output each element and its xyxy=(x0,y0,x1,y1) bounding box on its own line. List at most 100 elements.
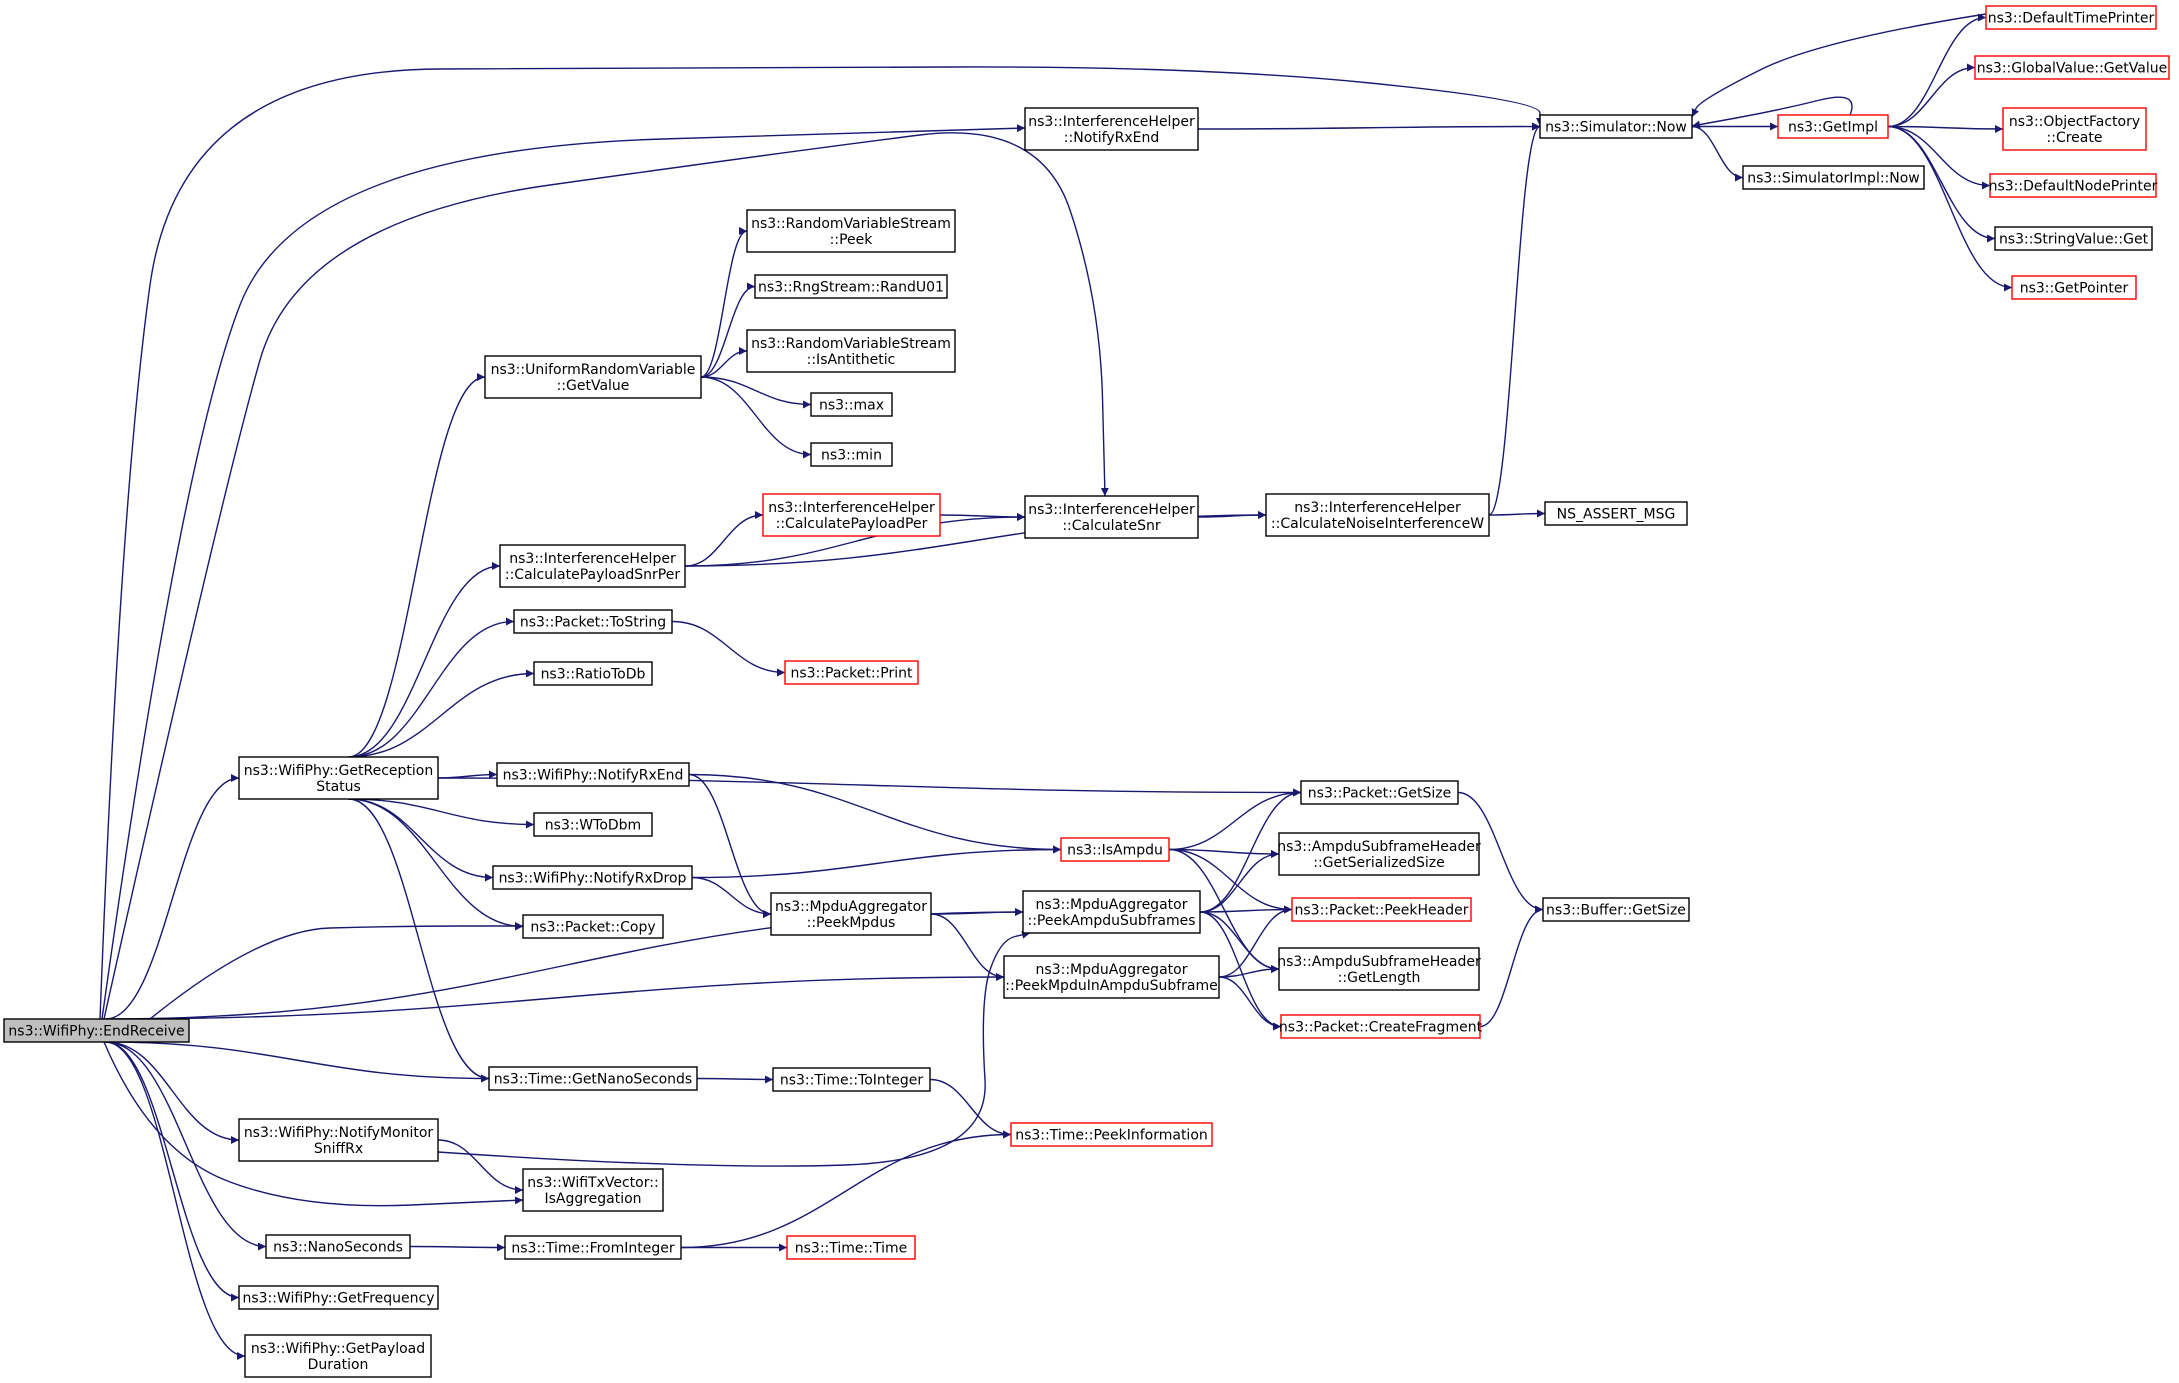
node-label: ns3::StringValue::Get xyxy=(1999,232,2149,248)
node-box xyxy=(1989,173,2157,198)
node-ihnotifyrxend[interactable]: ns3::InterferenceHelper::NotifyRxEnd xyxy=(1024,107,1199,151)
node-calcpayloadper[interactable]: ns3::InterferenceHelper::CalculatePayloa… xyxy=(762,493,941,537)
node-defaulttimeprinter[interactable]: ns3::DefaultTimePrinter xyxy=(1985,5,2157,30)
edge-endreceive-to-calcsnr xyxy=(103,132,1109,1020)
node-getfrequency[interactable]: ns3::WifiPhy::GetFrequency xyxy=(238,1285,439,1310)
node-ampdugetserialized[interactable]: ns3::AmpduSubframeHeader::GetSerializedS… xyxy=(1277,832,1481,876)
node-box xyxy=(1278,947,1480,991)
node-label: ns3::Buffer::GetSize xyxy=(1546,903,1686,919)
edge-endreceive-to-getpayload xyxy=(105,1041,246,1360)
node-ampdugetlength[interactable]: ns3::AmpduSubframeHeader::GetLength xyxy=(1277,947,1481,991)
node-label: ::CalculateNoiseInterferenceW xyxy=(1271,516,1484,532)
node-label: ns3::WifiPhy::EndReceive xyxy=(8,1024,184,1040)
edges-layer xyxy=(99,13,2013,1360)
node-stringvalueget[interactable]: ns3::StringValue::Get xyxy=(1994,226,2153,251)
edge-calcnoiseinterf-to-simnow xyxy=(1488,122,1541,516)
node-label: ::NotifyRxEnd xyxy=(1064,130,1159,146)
node-calcpayloadsnrper[interactable]: ns3::InterferenceHelper::CalculatePayloa… xyxy=(499,544,686,588)
node-nsassertmsg[interactable]: NS_ASSERT_MSG xyxy=(1544,501,1688,526)
edge-getreception-to-uniformgetvalue xyxy=(348,373,486,758)
node-notifyrxdrop[interactable]: ns3::WifiPhy::NotifyRxDrop xyxy=(492,865,693,890)
node-isaggregation[interactable]: ns3::WifiTxVector::IsAggregation xyxy=(522,1168,664,1212)
node-peekinformation[interactable]: ns3::Time::PeekInformation xyxy=(1010,1122,1213,1147)
node-simimplnow[interactable]: ns3::SimulatorImpl::Now xyxy=(1742,165,1925,190)
node-peekampdusubframes[interactable]: ns3::MpduAggregator::PeekAmpduSubframes xyxy=(1022,890,1201,934)
node-label: ns3::Time::GetNanoSeconds xyxy=(494,1072,692,1088)
edge-getreception-to-ratiotodb xyxy=(348,669,535,758)
node-packetgetsize[interactable]: ns3::Packet::GetSize xyxy=(1300,780,1459,805)
node-box xyxy=(244,1334,432,1378)
node-packettostring[interactable]: ns3::Packet::ToString xyxy=(513,609,673,634)
node-label: ::GetValue xyxy=(557,378,630,394)
nodes-layer: ns3::WifiPhy::EndReceivens3::WifiPhy::Ge… xyxy=(3,5,2170,1378)
node-buffergetsize[interactable]: ns3::Buffer::GetSize xyxy=(1542,897,1690,922)
node-box xyxy=(754,274,948,299)
edge-timegetnano-to-timetointeger xyxy=(696,1075,774,1084)
node-packetpeekheader[interactable]: ns3::Packet::PeekHeader xyxy=(1291,897,1472,922)
node-box xyxy=(1024,107,1199,151)
node-label: ns3::Packet::CreateFragment xyxy=(1279,1020,1483,1036)
node-box xyxy=(1265,493,1490,537)
node-box xyxy=(1777,114,1889,139)
node-box xyxy=(1742,165,1925,190)
node-label: ns3::Simulator::Now xyxy=(1545,120,1687,136)
node-createfragment[interactable]: ns3::Packet::CreateFragment xyxy=(1279,1014,1483,1039)
node-getimpl[interactable]: ns3::GetImpl xyxy=(1777,114,1889,139)
node-packetprint[interactable]: ns3::Packet::Print xyxy=(784,660,919,685)
node-label: ::PeekAmpduSubframes xyxy=(1027,913,1195,929)
node-peekmpduinampdu[interactable]: ns3::MpduAggregator::PeekMpduInAmpduSubf… xyxy=(1003,955,1220,999)
node-box xyxy=(1060,837,1170,862)
node-timefrominteger[interactable]: ns3::Time::FromInteger xyxy=(504,1235,682,1260)
node-box xyxy=(522,1168,664,1212)
node-wtodbm[interactable]: ns3::WToDbm xyxy=(533,812,653,837)
node-timetime[interactable]: ns3::Time::Time xyxy=(786,1235,916,1260)
node-label: ns3::InterferenceHelper xyxy=(768,500,935,516)
node-timegetnano[interactable]: ns3::Time::GetNanoSeconds xyxy=(488,1066,698,1091)
edge-calcpayloadper-to-calcsnr xyxy=(939,512,1026,521)
node-calcsnr[interactable]: ns3::InterferenceHelper::CalculateSnr xyxy=(1024,495,1199,539)
node-ratiotodb[interactable]: ns3::RatioToDb xyxy=(533,661,653,686)
node-label: ns3::ObjectFactory xyxy=(2009,114,2140,130)
node-box xyxy=(772,1067,931,1092)
node-min[interactable]: ns3::min xyxy=(810,442,893,467)
edge-getimpl-to-defaultnodeprinter xyxy=(1887,125,1991,190)
node-nanoseconds[interactable]: ns3::NanoSeconds xyxy=(265,1234,411,1259)
node-calcnoiseinterf[interactable]: ns3::InterferenceHelper::CalculateNoiseI… xyxy=(1265,493,1490,537)
node-getpointer[interactable]: ns3::GetPointer xyxy=(2011,275,2137,300)
node-label: Status xyxy=(316,779,361,795)
node-box xyxy=(238,1285,439,1310)
node-label: Duration xyxy=(308,1357,369,1373)
node-box xyxy=(3,1018,190,1043)
node-defaultnodeprinter[interactable]: ns3::DefaultNodePrinter xyxy=(1989,173,2158,198)
edge-peekampdusubframes-to-ampdugetlength xyxy=(1199,911,1280,973)
node-label: ns3::Packet::Print xyxy=(791,666,913,682)
node-uniformgetvalue[interactable]: ns3::UniformRandomVariable::GetValue xyxy=(484,355,702,399)
node-box xyxy=(1003,955,1220,999)
node-globalvaluegetvalue[interactable]: ns3::GlobalValue::GetValue xyxy=(1974,55,2170,80)
edge-endreceive-to-isaggregation xyxy=(103,1041,524,1207)
node-rvspeek[interactable]: ns3::RandomVariableStream::Peek xyxy=(746,209,956,253)
node-max[interactable]: ns3::max xyxy=(810,392,893,417)
node-notifyrxend[interactable]: ns3::WifiPhy::NotifyRxEnd xyxy=(496,762,690,787)
node-isantithetic[interactable]: ns3::RandomVariableStream::IsAntithetic xyxy=(746,329,956,373)
node-isampdu[interactable]: ns3::IsAmpdu xyxy=(1060,837,1170,862)
node-simnow[interactable]: ns3::Simulator::Now xyxy=(1539,114,1693,139)
node-randu01[interactable]: ns3::RngStream::RandU01 xyxy=(754,274,948,299)
edge-packettostring-to-packetprint xyxy=(671,620,786,677)
edge-timefrominteger-to-peekinformation xyxy=(680,1130,1012,1249)
node-box xyxy=(1300,780,1459,805)
node-objectfactorycreate[interactable]: ns3::ObjectFactory::Create xyxy=(2002,107,2147,151)
node-peekmpdus[interactable]: ns3::MpduAggregator::PeekMpdus xyxy=(770,892,932,936)
node-label: ns3::GetPointer xyxy=(2020,281,2129,297)
edge-calcpayloadsnrper-to-calcpayloadper xyxy=(684,511,764,567)
node-packetcopy[interactable]: ns3::Packet::Copy xyxy=(522,914,664,939)
node-label: ::Peek xyxy=(830,232,874,248)
node-box xyxy=(492,865,693,890)
node-endreceive[interactable]: ns3::WifiPhy::EndReceive xyxy=(3,1018,190,1043)
edge-peekampdusubframes-to-createfragment xyxy=(1199,911,1282,1031)
edge-endreceive-to-timegetnano xyxy=(105,1041,490,1083)
node-timetointeger[interactable]: ns3::Time::ToInteger xyxy=(772,1067,931,1092)
